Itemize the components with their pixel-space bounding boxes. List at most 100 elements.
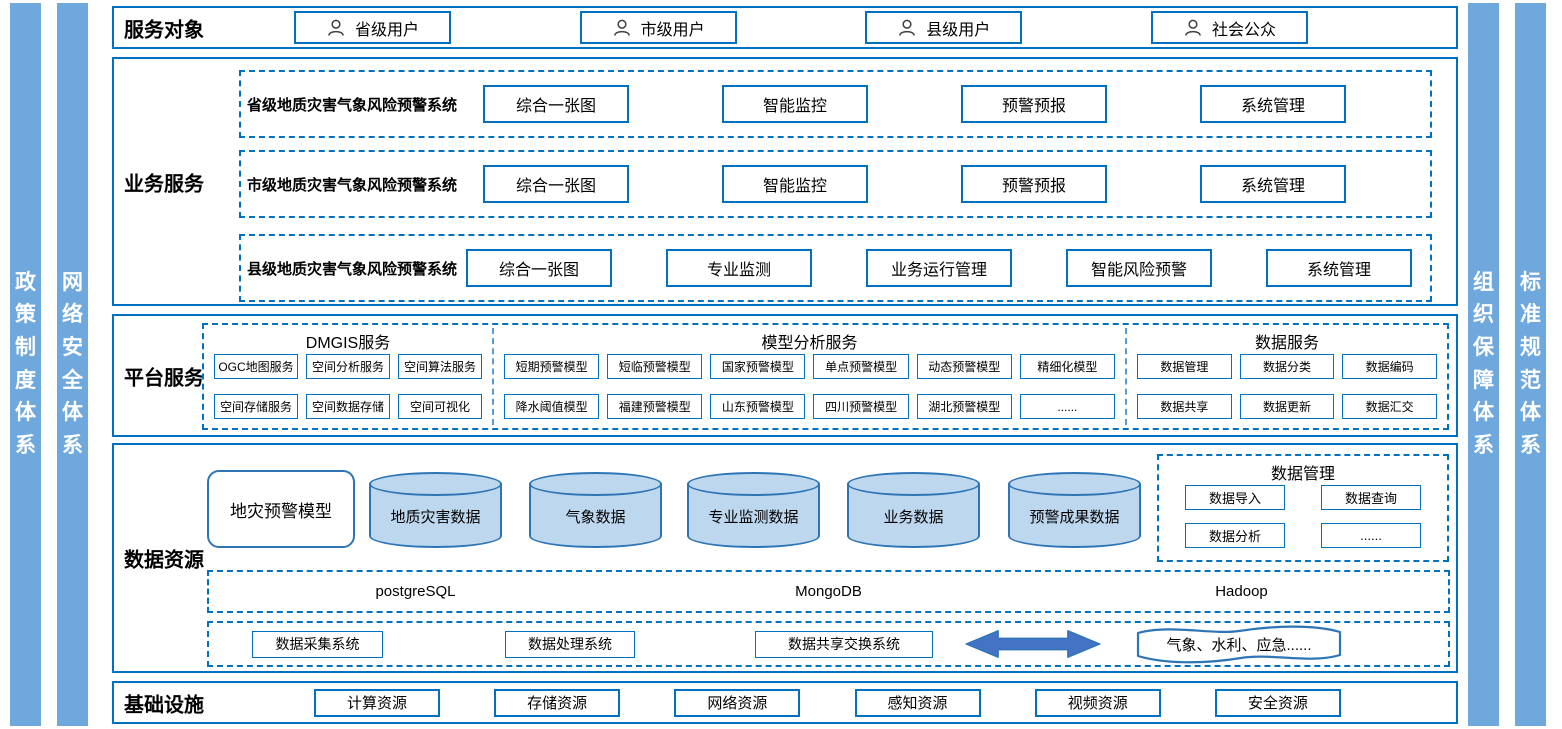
service-box: 空间分析服务	[306, 354, 390, 379]
database-cylinder: 地质灾害数据	[369, 472, 502, 548]
group-grid: 数据管理 数据分类 数据编码 数据共享 数据更新 数据汇交	[1127, 351, 1447, 428]
group-grid: OGC地图服务 空间分析服务 空间算法服务 空间存储服务 空间数据存储 空间可视…	[204, 351, 492, 428]
sidebar-label: 网络安全体系	[62, 270, 83, 457]
service-box: 数据查询	[1321, 485, 1421, 510]
data-flow-box: 数据采集系统 数据处理系统 数据共享交换系统 气象、水利、应急......	[207, 621, 1450, 667]
system-name: 市级地质灾害气象风险预警系统	[247, 176, 458, 194]
service-box: OGC地图服务	[214, 354, 298, 379]
tape-shape-icon	[1136, 625, 1342, 664]
group-data-services: 数据服务 数据管理 数据分类 数据编码 数据共享 数据更新 数据汇交	[1127, 325, 1447, 428]
module-box: 系统管理	[1200, 85, 1346, 123]
external-systems-label: 气象、水利、应急......	[1166, 637, 1312, 654]
user-box-provincial: 省级用户	[294, 11, 451, 44]
sidebar-label: 标准规范体系	[1520, 270, 1541, 457]
service-box: 山东预警模型	[710, 394, 806, 419]
module-box: 智能监控	[722, 165, 868, 203]
service-box: 短临预警模型	[607, 354, 703, 379]
system-box: 数据采集系统	[252, 630, 383, 658]
module-box: 综合一张图	[466, 249, 612, 287]
resource-box: 网络资源	[674, 688, 801, 717]
resource-box: 安全资源	[1214, 688, 1341, 717]
module-list: 综合一张图 智能监控 预警预报 系统管理	[466, 165, 1430, 203]
group-title: 数据管理	[1270, 466, 1335, 483]
system-row-provincial: 省级地质灾害气象风险预警系统 综合一张图 智能监控 预警预报 系统管理	[239, 70, 1432, 138]
database-cylinder: 专业监测数据	[687, 472, 820, 548]
external-systems-shape: 气象、水利、应急......	[1131, 622, 1347, 666]
user-icon	[328, 19, 344, 36]
section-data-resources: 数据资源 地灾预警模型 地质灾害数据 气象数据 专业监测数据 业务数据 预警成果…	[112, 443, 1458, 673]
user-box-label: 社会公众	[1211, 21, 1276, 39]
service-box: 福建预警模型	[607, 394, 703, 419]
service-box: 降水阈值模型	[504, 394, 600, 419]
section-title: 基础设施	[124, 694, 204, 716]
module-box: 综合一张图	[483, 85, 629, 123]
service-box: 空间数据存储	[306, 394, 390, 419]
section-platform-services: 平台服务 DMGIS服务 OGC地图服务 空间分析服务 空间算法服务 空间存储服…	[112, 314, 1458, 437]
cylinder-label: 业务数据	[883, 509, 944, 526]
service-box: ......	[1019, 394, 1115, 419]
service-box: 精细化模型	[1019, 354, 1115, 379]
module-box: 智能风险预警	[1066, 249, 1212, 287]
module-box: 业务运行管理	[866, 249, 1012, 287]
user-box-label: 市级用户	[640, 21, 705, 39]
module-box: 系统管理	[1266, 249, 1412, 287]
database-cylinder: 气象数据	[529, 472, 662, 548]
service-box: 单点预警模型	[813, 354, 909, 379]
sidebar-network-security: 网络安全体系	[57, 3, 88, 726]
section-title: 平台服务	[124, 367, 204, 389]
service-box: 空间可视化	[398, 394, 482, 419]
group-grid: 短期预警模型 短临预警模型 国家预警模型 单点预警模型 动态预警模型 精细化模型…	[494, 351, 1125, 428]
cylinder-shape	[687, 472, 820, 496]
service-box: 湖北预警模型	[916, 394, 1012, 419]
module-box: 综合一张图	[483, 165, 629, 203]
user-box-label: 县级用户	[926, 21, 991, 39]
group-title: 模型分析服务	[761, 335, 858, 352]
group-title: DMGIS服务	[305, 335, 391, 352]
section-title: 服务对象	[124, 19, 204, 41]
group-dmgis: DMGIS服务 OGC地图服务 空间分析服务 空间算法服务 空间存储服务 空间数…	[204, 325, 492, 428]
section-title: 业务服务	[124, 173, 204, 195]
group-grid: 数据导入 数据查询 数据分析 ......	[1159, 483, 1447, 550]
group-divider	[492, 328, 494, 425]
user-icon	[613, 19, 630, 36]
module-box: 智能监控	[722, 85, 868, 123]
platform-groups: DMGIS服务 OGC地图服务 空间分析服务 空间算法服务 空间存储服务 空间数…	[202, 323, 1449, 430]
system-box: 数据共享交换系统	[755, 630, 933, 658]
targets-row: 省级用户 市级用户 县级用户 社会公众	[294, 8, 1308, 47]
group-divider	[1125, 328, 1127, 425]
resource-box: 计算资源	[314, 688, 440, 717]
cylinder-shape	[369, 472, 502, 496]
service-box: 国家预警模型	[710, 354, 806, 379]
system-name: 省级地质灾害气象风险预警系统	[247, 96, 458, 114]
service-box: 四川预警模型	[813, 394, 909, 419]
system-box: 数据处理系统	[505, 630, 635, 658]
service-box: 空间算法服务	[398, 354, 482, 379]
service-box: 空间存储服务	[214, 394, 298, 419]
warning-model-box: 地灾预警模型	[207, 470, 355, 548]
section-infrastructure: 基础设施 计算资源 存储资源 网络资源 感知资源 视频资源 安全资源	[112, 681, 1458, 724]
double-arrow-icon	[965, 630, 1101, 658]
module-box: 专业监测	[666, 249, 812, 287]
resource-box: 感知资源	[854, 688, 981, 717]
system-row-county: 县级地质灾害气象风险预警系统 综合一张图 专业监测 业务运行管理 智能风险预警 …	[239, 234, 1432, 302]
data-management-box: 数据管理 数据导入 数据查询 数据分析 ......	[1157, 454, 1449, 562]
cylinder-label: 地质灾害数据	[390, 509, 481, 526]
database-engines-box: postgreSQL MongoDB Hadoop	[207, 570, 1450, 613]
cylinder-label: 气象数据	[565, 509, 626, 526]
sidebar-policy-system: 政策制度体系	[10, 3, 41, 726]
db-label-mongodb: MongoDB	[795, 583, 862, 600]
service-box: 动态预警模型	[916, 354, 1012, 379]
sidebar-organization: 组织保障体系	[1468, 3, 1499, 726]
infrastructure-row: 计算资源 存储资源 网络资源 感知资源 视频资源 安全资源	[314, 683, 1341, 722]
database-cylinder: 预警成果数据	[1008, 472, 1141, 548]
section-business-services: 业务服务 省级地质灾害气象风险预警系统 综合一张图 智能监控 预警预报 系统管理…	[112, 57, 1458, 306]
service-box: 短期预警模型	[504, 354, 600, 379]
sidebar-label: 政策制度体系	[15, 270, 36, 457]
user-icon	[1185, 19, 1201, 36]
cylinder-shape	[847, 472, 980, 496]
service-box: 数据更新	[1239, 394, 1335, 419]
module-list: 综合一张图 专业监测 业务运行管理 智能风险预警 系统管理	[466, 249, 1430, 287]
db-label-hadoop: Hadoop	[1215, 583, 1268, 600]
user-box-city: 市级用户	[579, 11, 737, 44]
